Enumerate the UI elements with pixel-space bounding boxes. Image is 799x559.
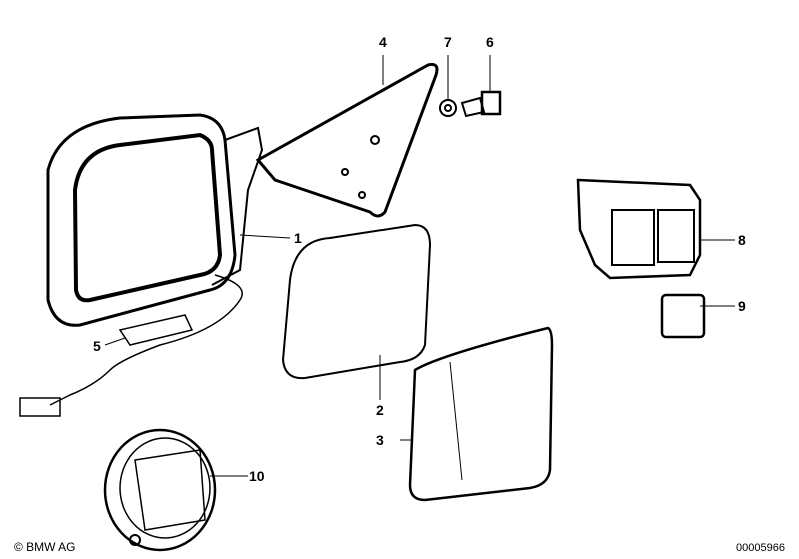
bolt: [480, 90, 502, 116]
callout-3: 3: [376, 432, 384, 448]
callout-9: 9: [738, 298, 746, 314]
callout-4: 4: [379, 34, 387, 50]
base-plate: [255, 63, 439, 218]
callout-2: 2: [376, 402, 384, 418]
mirror-motor: [103, 428, 217, 552]
mirror-glass-heated: [408, 326, 554, 502]
copyright: © BMW AG: [14, 540, 76, 554]
mirror-housing: [46, 113, 264, 327]
callout-8: 8: [738, 232, 746, 248]
callout-1: 1: [294, 230, 302, 246]
mirror-switch: [576, 178, 702, 280]
mirror-glass: [281, 223, 432, 380]
cable: [49, 274, 243, 406]
callout-5: 5: [93, 338, 101, 354]
diagram-id: 00005966: [736, 542, 785, 554]
callout-6: 6: [486, 34, 494, 50]
connector-plug: [19, 397, 61, 417]
leader-lines: [104, 55, 735, 477]
callout-7: 7: [444, 34, 452, 50]
callout-10: 10: [249, 468, 265, 484]
washer: [439, 99, 457, 117]
clip-5: [118, 314, 194, 346]
switch-cap: [660, 293, 706, 339]
